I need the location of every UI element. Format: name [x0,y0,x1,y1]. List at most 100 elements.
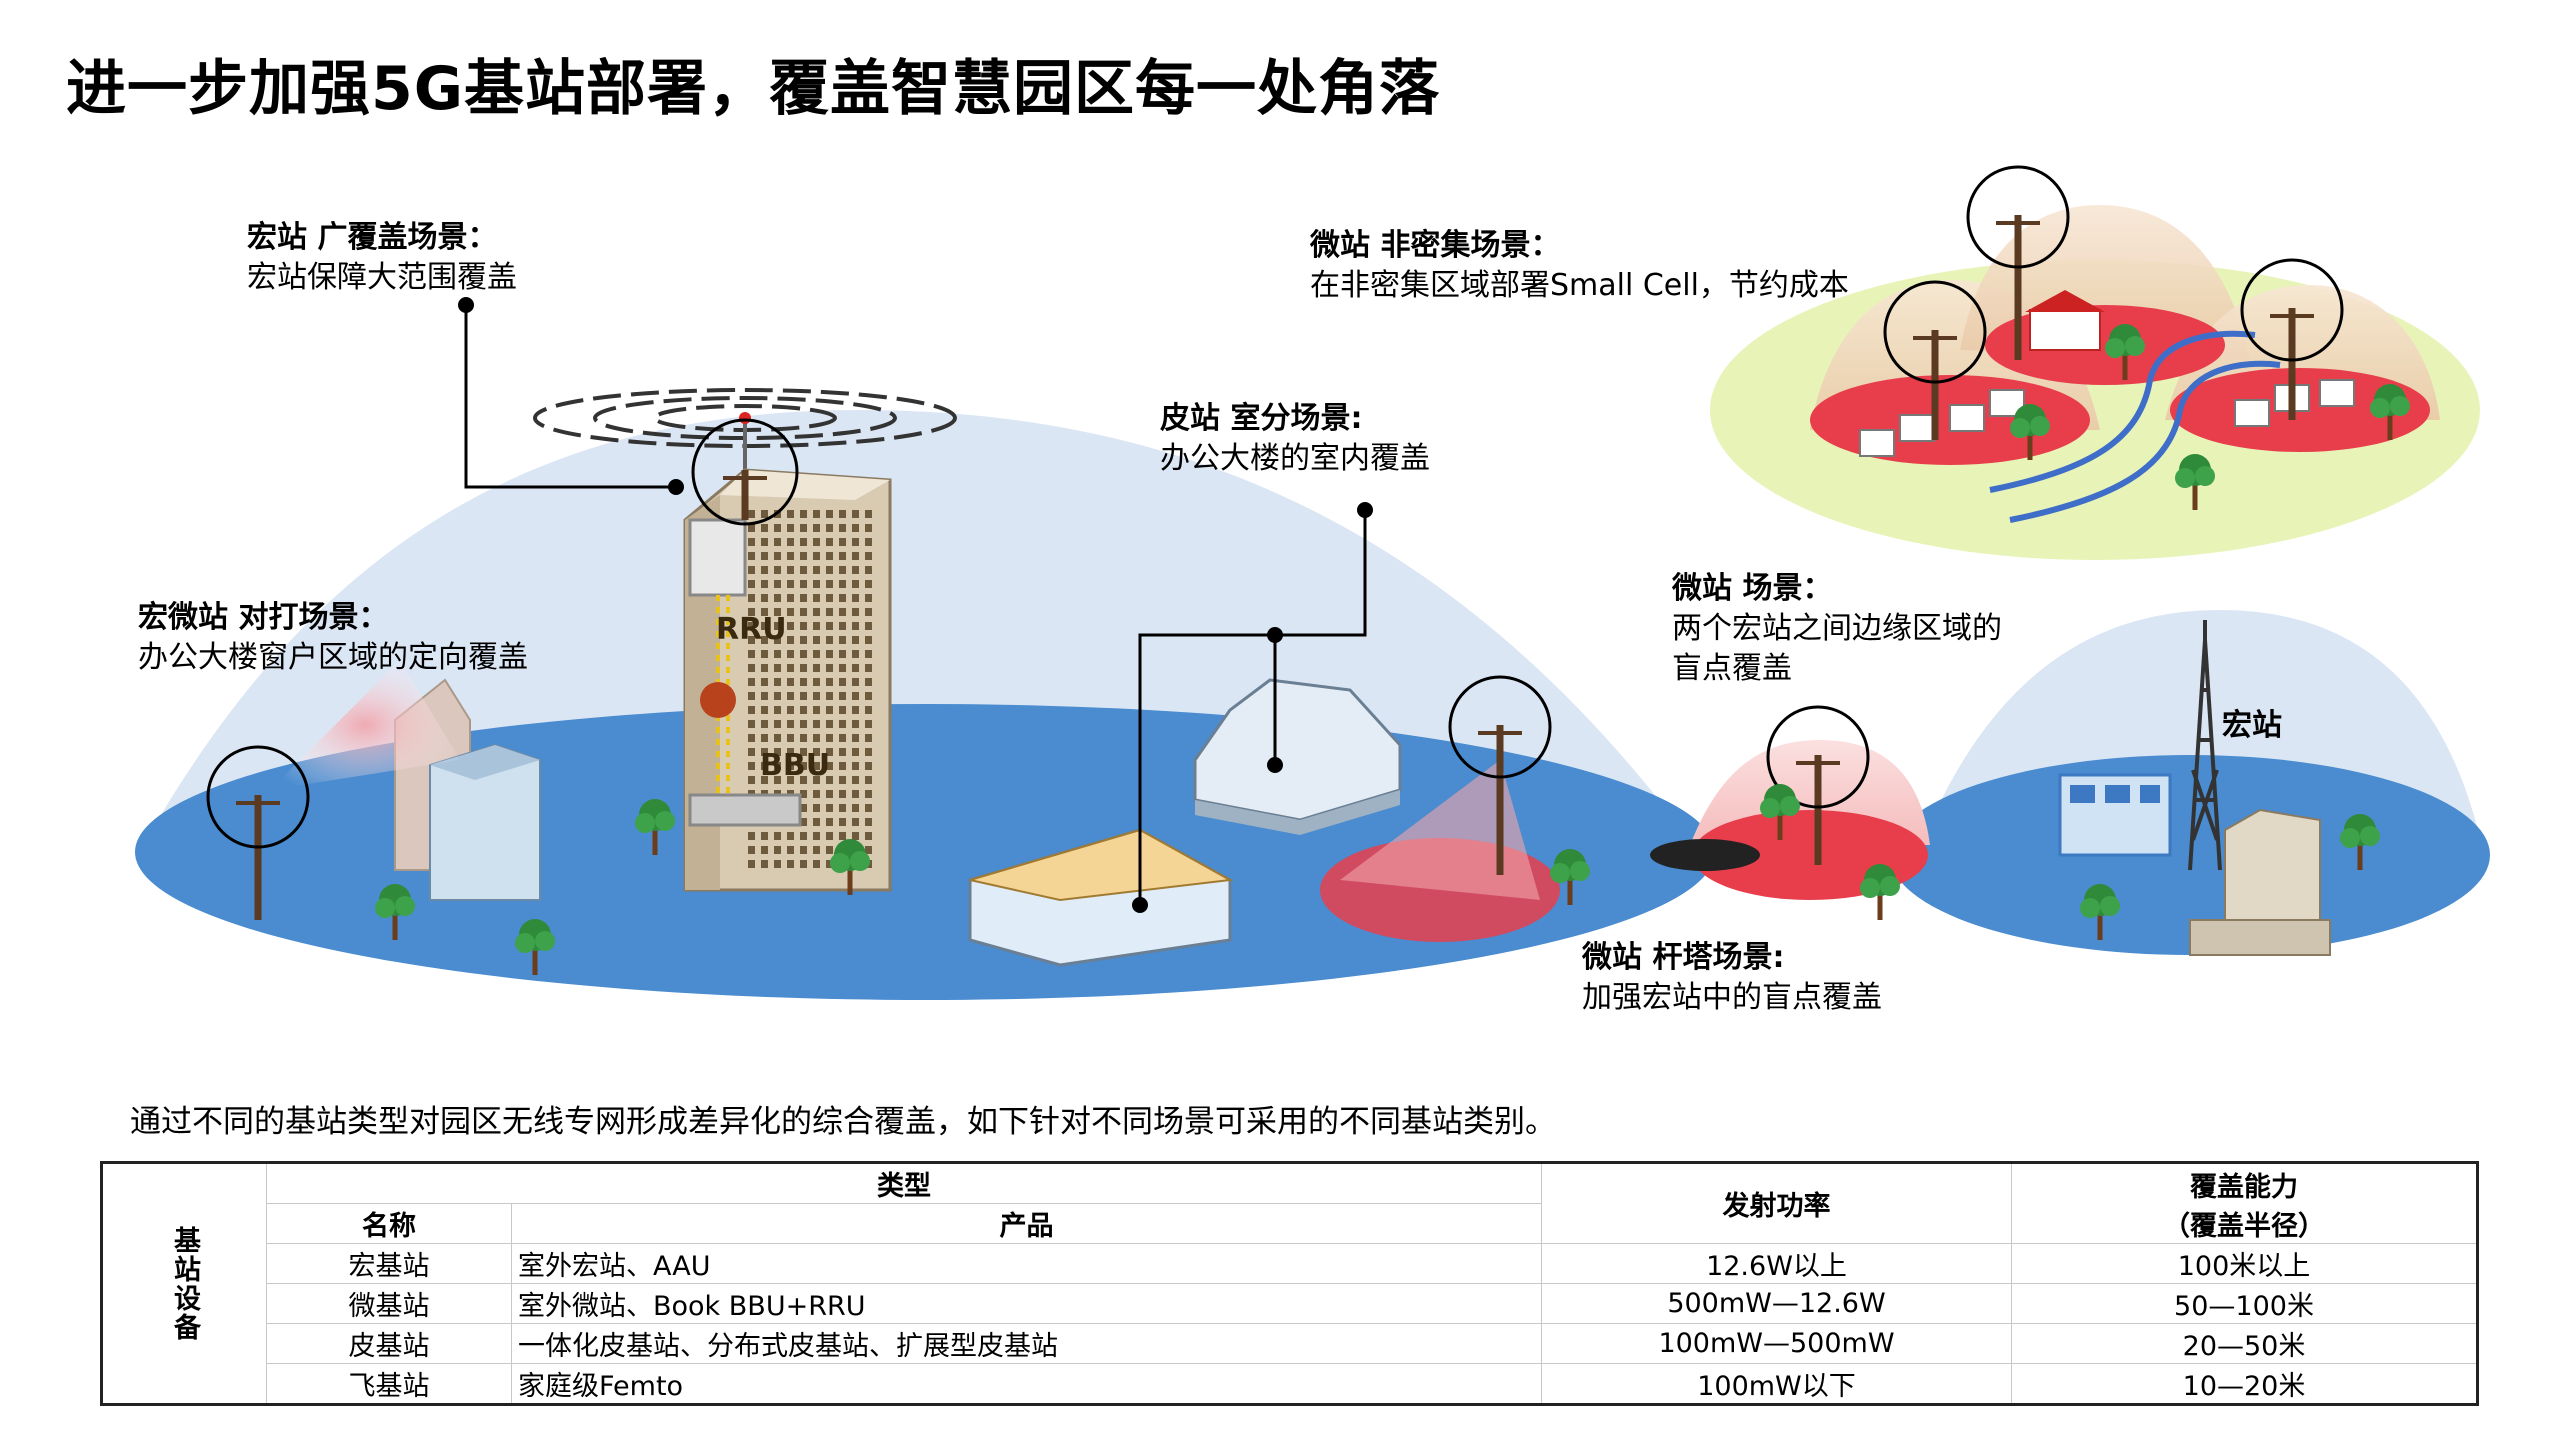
tree-leaf [1550,863,1570,883]
tower-window [800,776,807,784]
tower-window [774,860,781,868]
tower-window [774,692,781,700]
tower-window [826,538,833,546]
tower-window [865,776,872,784]
tower-window [800,664,807,672]
antenna-circle [2240,258,2344,362]
antenna-circle [1448,675,1552,779]
tower-window [826,608,833,616]
tower-window [774,678,781,686]
tower-window [865,594,872,602]
tower-window [787,762,794,770]
tower-window [787,832,794,840]
tower-window [761,664,768,672]
tower-window [813,566,820,574]
tower-window [774,720,781,728]
table-header-row-1: 基站设备 类型 发射功率 覆盖能力（覆盖半径） [101,1162,2478,1405]
tower-window [761,636,768,644]
tower-window [813,538,820,546]
tower-window [748,538,755,546]
tower-window [826,692,833,700]
tower-window [748,580,755,588]
tower-window [839,734,846,742]
tower-window [826,552,833,560]
tower-window [839,720,846,728]
table-row: 皮基站 一体化皮基站、分布式皮基站、扩展型皮基站 100mW—500mW 20—… [102,1323,2478,1364]
tower-window [813,664,820,672]
station-coverage-cell: 50—100米 [2011,1283,2478,1324]
tower-window [826,776,833,784]
tower-window [787,566,794,574]
tower-window [852,832,859,840]
tower-window [865,622,872,630]
tower-window [748,692,755,700]
station-product-cell: 室外微站、Book BBU+RRU [511,1283,1542,1324]
tower-window [748,566,755,574]
tower-window [787,622,794,630]
tower-window [787,860,794,868]
tower-window [774,832,781,840]
tower-window [813,776,820,784]
tower-window [813,818,820,826]
tree-leaf [2195,466,2215,486]
tower-window [865,566,872,574]
tower-window [839,692,846,700]
tower-window [761,762,768,770]
tower-window [748,706,755,714]
tower-window [865,650,872,658]
tower-window [748,762,755,770]
name-header: 名称 [266,1203,512,1244]
tower-window [761,720,768,728]
tower-window [800,580,807,588]
tower-window [774,524,781,532]
tower-window [852,664,859,672]
tower-window [865,762,872,770]
tower-window [748,594,755,602]
tower-window [852,552,859,560]
tower-window [865,678,872,686]
tower-window [865,734,872,742]
tower-window [800,790,807,798]
tower-window [826,706,833,714]
tower-window [865,692,872,700]
tree-leaf [2390,396,2410,416]
tower-window [761,748,768,756]
antenna-poles [206,165,2344,920]
intro-text: 通过不同的基站类型对园区无线专网形成差异化的综合覆盖，如下针对不同场景可采用的不… [130,1104,1556,1140]
tower-window [826,580,833,588]
tower-window [800,860,807,868]
tower-window [787,524,794,532]
tower-window [852,566,859,574]
tower-window [839,818,846,826]
tower-window [839,748,846,756]
tower-window [813,860,820,868]
tower-window [865,804,872,812]
hospital-building [2058,773,2172,857]
table-row: 宏基站 室外宏站、AAU 12.6W以上 100米以上 [102,1243,2478,1284]
antenna-circle [1966,165,2070,269]
tower-window [865,706,872,714]
tower-window [826,524,833,532]
tower-window [826,818,833,826]
station-coverage-cell: 10—20米 [2011,1363,2478,1405]
tower-window [865,664,872,672]
red-house-roof [2025,290,2105,312]
tower-window [787,552,794,560]
houses-sparse [1859,309,2355,457]
tower-window [813,580,820,588]
tower-window [774,706,781,714]
coverage-scene-diagram [135,165,2490,1000]
scenario-micro-sparse-desc: 在非密集区域部署Small Cell，节约成本 [1310,268,1849,303]
tower-window [813,692,820,700]
river-line-1 [1989,330,2256,493]
tower-window [839,650,846,658]
tree-leaf [1780,796,1800,816]
tower-window [852,818,859,826]
tower-window [865,524,872,532]
tower-window [748,678,755,686]
tower-window [839,804,846,812]
tower-window [826,678,833,686]
tower-window [774,748,781,756]
tower-window [839,580,846,588]
tower-window [761,706,768,714]
